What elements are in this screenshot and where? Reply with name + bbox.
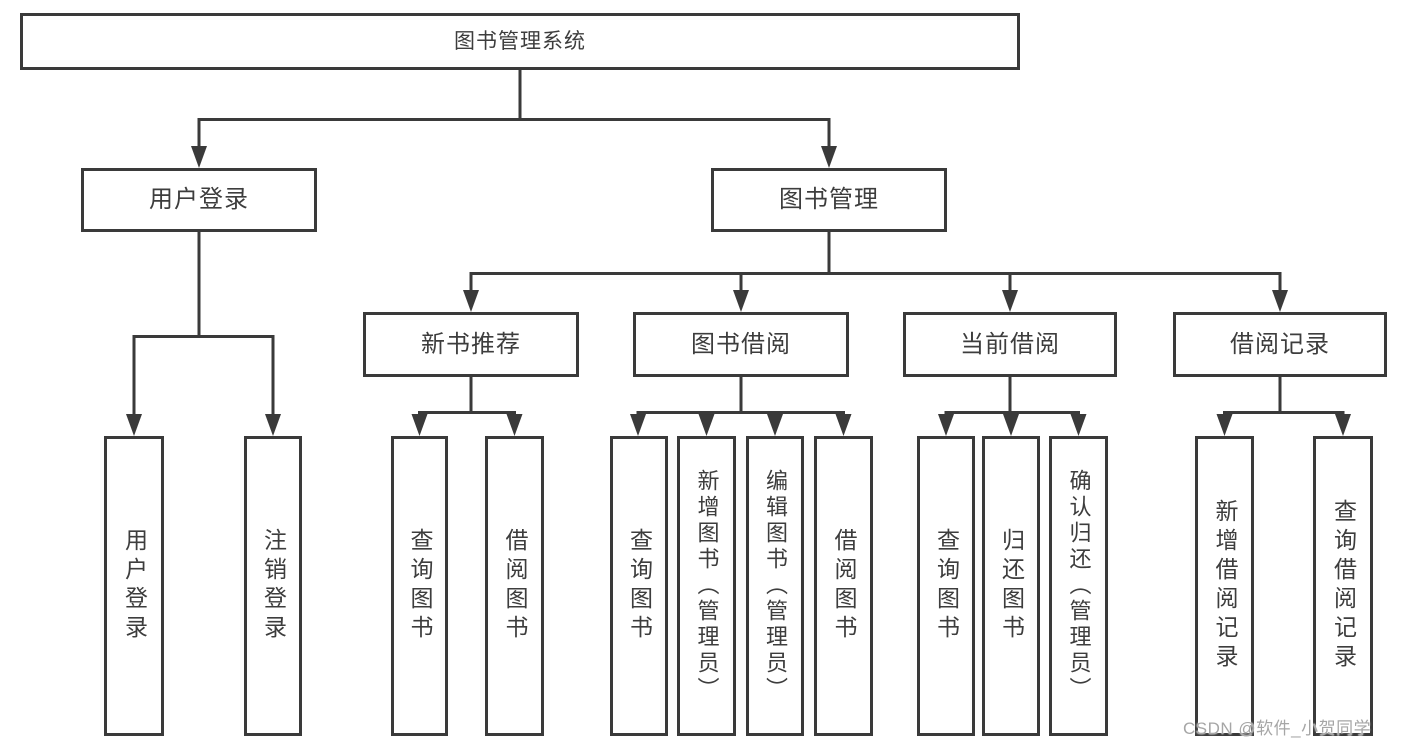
node-borrowing-records: 借阅记录 <box>1173 312 1387 377</box>
leaf-return-book: 归还图书 <box>982 436 1040 736</box>
node-book-borrowing-label: 图书借阅 <box>691 330 791 358</box>
arrowhead <box>630 414 646 436</box>
arrowhead <box>506 414 523 436</box>
node-book-management-label: 图书管理 <box>779 186 879 213</box>
node-new-book-recommend-label: 新书推荐 <box>421 330 521 358</box>
arrowhead <box>1002 290 1018 312</box>
node-borrowing-records-label: 借阅记录 <box>1230 330 1330 358</box>
arrowhead <box>265 414 281 436</box>
leaf-edit-book-admin: 编辑图书（管理员） <box>746 436 804 736</box>
leaf-confirm-return-admin-label: 确认归还（管理员） <box>1066 469 1092 703</box>
leaf-add-borrow-record: 新增借阅记录 <box>1195 436 1254 736</box>
arrowhead <box>835 414 852 436</box>
arrowhead <box>463 290 479 312</box>
connector-book-mgmt-to-level3 <box>469 232 1282 302</box>
leaf-query-borrow-record-label: 查询借阅记录 <box>1330 499 1357 673</box>
arrowhead <box>767 414 783 436</box>
node-book-borrowing: 图书借阅 <box>633 312 849 377</box>
arrowhead <box>191 146 207 168</box>
arrowhead <box>1003 414 1019 436</box>
leaf-query-books-1: 查询图书 <box>391 436 448 736</box>
arrowhead <box>698 414 715 436</box>
watermark: CSDN @软件_小贺同学 <box>1183 719 1372 738</box>
arrowhead <box>1335 414 1351 436</box>
leaf-user-login-label: 用户登录 <box>121 528 148 644</box>
leaf-query-books-2-label: 查询图书 <box>626 528 653 644</box>
leaf-borrow-books-2-label: 借阅图书 <box>831 528 857 644</box>
leaf-borrow-books-1: 借阅图书 <box>485 436 544 736</box>
leaf-return-book-label: 归还图书 <box>998 528 1025 644</box>
node-new-book-recommend: 新书推荐 <box>363 312 579 377</box>
arrowhead <box>411 414 428 436</box>
leaf-query-books-1-label: 查询图书 <box>407 528 433 644</box>
leaf-logout: 注销登录 <box>244 436 302 736</box>
arrowhead <box>821 146 837 168</box>
node-current-borrowing: 当前借阅 <box>903 312 1117 377</box>
leaf-borrow-books-2: 借阅图书 <box>814 436 873 736</box>
node-root-label: 图书管理系统 <box>454 30 586 53</box>
node-user-login: 用户登录 <box>81 168 317 232</box>
node-root: 图书管理系统 <box>20 13 1020 70</box>
arrowhead <box>1070 414 1087 436</box>
leaf-query-books-3: 查询图书 <box>917 436 975 736</box>
arrowhead <box>1216 414 1233 436</box>
leaf-add-book-admin: 新增图书（管理员） <box>677 436 736 736</box>
connector-records-to-leaves <box>1223 377 1345 426</box>
arrowhead <box>938 414 954 436</box>
node-current-borrowing-label: 当前借阅 <box>960 330 1060 358</box>
leaf-query-borrow-record: 查询借阅记录 <box>1313 436 1373 736</box>
connector-root-to-level2 <box>197 70 831 158</box>
arrowhead <box>1272 290 1288 312</box>
node-book-management: 图书管理 <box>711 168 947 232</box>
leaf-query-books-2: 查询图书 <box>610 436 668 736</box>
leaf-confirm-return-admin: 确认归还（管理员） <box>1049 436 1108 736</box>
leaf-logout-label: 注销登录 <box>260 528 287 644</box>
leaf-borrow-books-1-label: 借阅图书 <box>502 528 528 644</box>
connector-new-book-to-leaves <box>418 377 516 426</box>
connector-book-borrow-to-leaves <box>636 377 845 426</box>
leaf-add-borrow-record-label: 新增借阅记录 <box>1212 499 1238 673</box>
leaf-query-books-3-label: 查询图书 <box>933 528 960 644</box>
leaf-add-book-admin-label: 新增图书（管理员） <box>694 469 720 703</box>
arrowhead <box>733 290 749 312</box>
arrowhead <box>126 414 142 436</box>
leaf-user-login: 用户登录 <box>104 436 164 736</box>
leaf-edit-book-admin-label: 编辑图书（管理员） <box>763 469 788 703</box>
connector-user-login-to-leaves <box>132 232 275 426</box>
node-user-login-label: 用户登录 <box>149 186 249 213</box>
